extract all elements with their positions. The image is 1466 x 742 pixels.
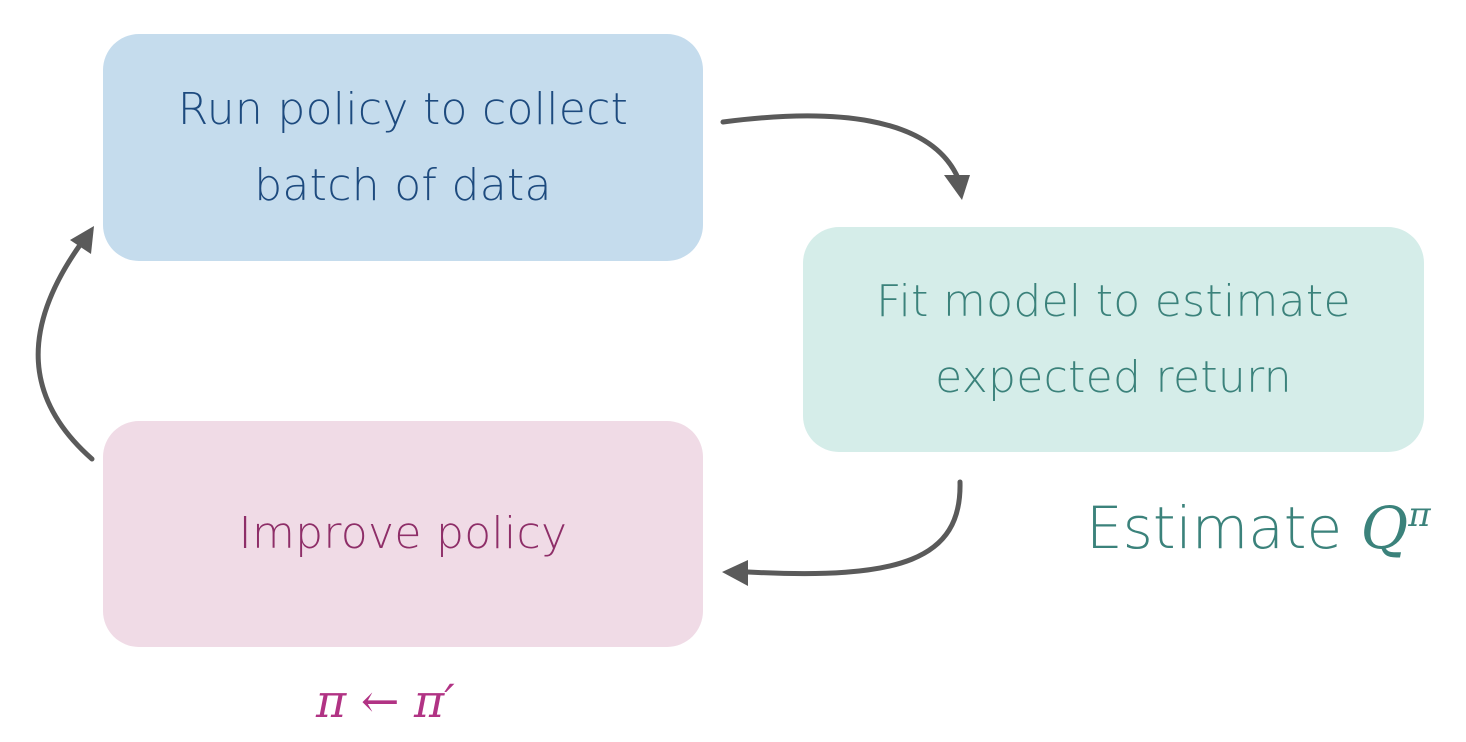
arrow-improve-to-collect — [35, 242, 95, 462]
improve-policy-box: Improve policy — [103, 421, 703, 647]
fit-box-line-1: Fit model to estimate — [876, 275, 1351, 327]
estimate-q-label: Estimate Qπ — [1086, 494, 1431, 562]
collect-data-box: Run policy to collect batch of data — [103, 34, 703, 261]
improve-box-line-1: Improve policy — [238, 508, 568, 559]
arrowhead-fit-to-improve — [722, 560, 748, 586]
arrowhead-collect-to-fit — [944, 175, 970, 200]
q-letter: Q — [1360, 494, 1409, 562]
arrow-fit-to-improve — [745, 479, 963, 577]
estimate-text: Estimate — [1086, 494, 1361, 562]
policy-update-label: π ← π′ — [316, 674, 455, 728]
q-symbol: Qπ — [1361, 494, 1431, 562]
arrowhead-improve-to-collect — [70, 226, 94, 254]
fit-box-line-2: expected return — [935, 351, 1292, 403]
fit-model-box: Fit model to estimate expected return — [803, 227, 1424, 452]
arrow-collect-to-fit — [720, 113, 961, 181]
collect-box-line-2: batch of data — [254, 159, 552, 211]
q-superscript-pi: π — [1408, 495, 1431, 535]
collect-box-line-1: Run policy to collect — [177, 83, 629, 135]
